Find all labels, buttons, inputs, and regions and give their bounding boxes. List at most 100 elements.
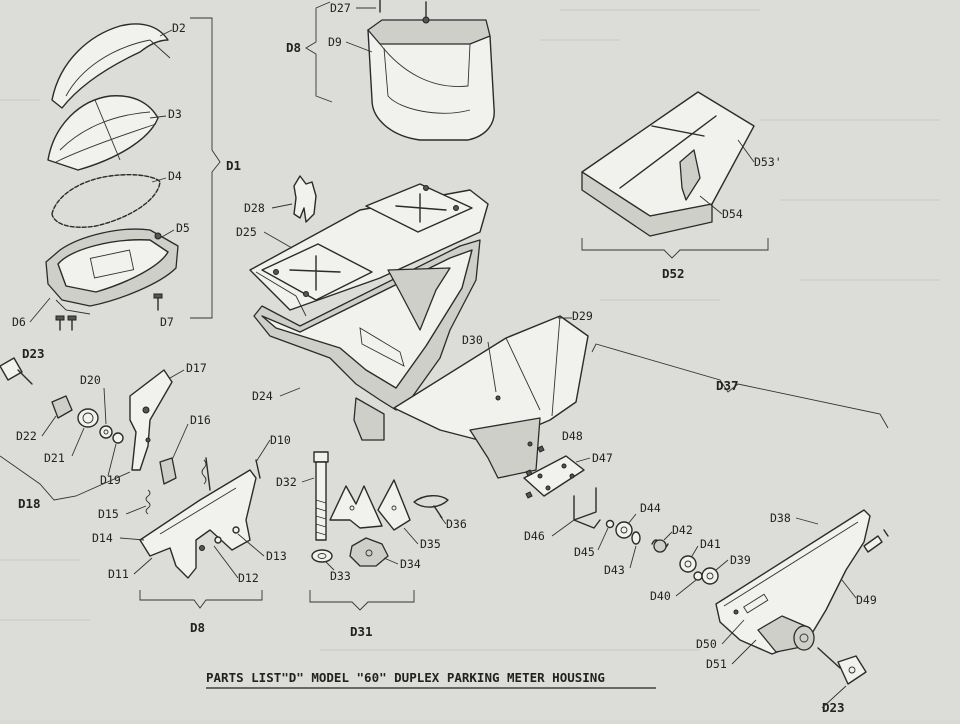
- part-d20-washer: [99, 425, 113, 439]
- label-d5: D5: [176, 221, 190, 235]
- label-d14: D14: [92, 531, 113, 545]
- bracket-d31: [309, 590, 415, 611]
- part-d9-coin-box: [367, 19, 495, 141]
- leader-d9: [345, 41, 373, 53]
- leader-d23-bottom: [821, 685, 847, 709]
- label-d29: D29: [572, 309, 593, 323]
- part-d15-spring: [145, 489, 151, 515]
- label-d10: D10: [270, 433, 291, 447]
- leader-d25: [263, 231, 293, 249]
- label-d45: D45: [574, 545, 595, 559]
- leader-d22: [41, 415, 57, 437]
- label-d46: D46: [524, 529, 545, 543]
- label-d11: D11: [108, 567, 129, 581]
- bracket-d8-top: [305, 1, 333, 103]
- label-d15: D15: [98, 507, 119, 521]
- leader-d51: [731, 639, 757, 665]
- part-d23-bolt-left: [0, 357, 33, 385]
- label-d21: D21: [44, 451, 65, 465]
- leader-d44: [627, 513, 637, 525]
- part-d34-star-wheel: [349, 537, 389, 567]
- leader-d41: [691, 545, 699, 557]
- leader-d12: [213, 545, 239, 579]
- leader-d50: [721, 619, 745, 645]
- leader-d53: [737, 139, 755, 163]
- bracket-d37: [591, 343, 889, 429]
- label-d18: D18: [18, 496, 41, 511]
- label-d25: D25: [236, 225, 257, 239]
- bracket-d8-bottom: [139, 590, 263, 609]
- label-d51: D51: [706, 657, 727, 671]
- bracket-d52: [581, 238, 769, 259]
- label-d30: D30: [462, 333, 483, 347]
- label-d39: D39: [730, 553, 751, 567]
- leader-d10: [255, 439, 271, 463]
- leader-d45: [597, 527, 609, 551]
- part-d47-plate: [523, 455, 585, 497]
- part-d21-cylinder: [77, 408, 99, 428]
- leader-d13: [237, 533, 265, 557]
- part-d52-tray: [581, 91, 755, 237]
- part-d46-bracket: [573, 487, 601, 529]
- part-d25-top-plate: [249, 183, 489, 317]
- label-d9: D9: [328, 35, 342, 49]
- label-d12: D12: [238, 571, 259, 585]
- label-d17: D17: [186, 361, 207, 375]
- part-d40-washer: [693, 571, 703, 581]
- label-d16: D16: [190, 413, 211, 427]
- part-d33-washer: [311, 549, 333, 563]
- label-d13: D13: [266, 549, 287, 563]
- part-d27-pin: [379, 0, 430, 24]
- label-d8-bottom: D8: [190, 620, 205, 635]
- part-d41-ring: [679, 555, 697, 573]
- label-d24: D24: [252, 389, 273, 403]
- part-d29-chute: [393, 315, 589, 479]
- bleed-through-texture: [0, 9, 940, 651]
- part-d35-cams: [329, 479, 411, 531]
- leader-d19: [107, 443, 117, 477]
- part-d23-bolt-bottom: [817, 647, 867, 685]
- label-d2: D2: [172, 21, 186, 35]
- part-d10-frame: [139, 457, 261, 579]
- leader-d5: [159, 229, 175, 239]
- leader-d46: [551, 519, 575, 537]
- leader-d47: [575, 457, 591, 463]
- label-d34: D34: [400, 557, 421, 571]
- part-d17-lever: [129, 369, 173, 471]
- label-d27: D27: [330, 1, 351, 15]
- label-d49: D49: [856, 593, 877, 607]
- part-d38-arm: [715, 509, 871, 655]
- leader-d32: [301, 477, 315, 483]
- label-d36: D36: [446, 517, 467, 531]
- leader-d17: [169, 369, 185, 379]
- leader-d28: [271, 203, 293, 209]
- label-d47: D47: [592, 451, 613, 465]
- label-d43: D43: [604, 563, 625, 577]
- leader-d36: [439, 515, 447, 525]
- leader-d16: [171, 423, 189, 461]
- part-d43-bushing: [631, 531, 641, 545]
- leader-d20: [103, 387, 107, 425]
- leader-d15: [125, 505, 147, 515]
- label-d19: D19: [100, 473, 121, 487]
- label-d32: D32: [276, 475, 297, 489]
- part-d3-dome: [47, 95, 159, 171]
- part-d5-base: [45, 228, 179, 315]
- label-d41: D41: [700, 537, 721, 551]
- label-d20: D20: [80, 373, 101, 387]
- label-d28: D28: [244, 201, 265, 215]
- leader-d33: [325, 561, 335, 571]
- part-d22-cap: [51, 395, 73, 419]
- label-d7: D7: [160, 315, 174, 329]
- leader-d2: [159, 29, 173, 37]
- part-d49-pins: [863, 529, 889, 553]
- leader-d54: [699, 195, 723, 215]
- part-d19-nut: [112, 432, 124, 444]
- leader-d4: [151, 177, 167, 183]
- part-d16-pawl: [159, 457, 177, 485]
- part-d48-screws: [525, 445, 545, 499]
- leader-d21: [71, 427, 85, 457]
- part-d45-washer: [605, 519, 615, 529]
- bracket-d18: [0, 455, 131, 501]
